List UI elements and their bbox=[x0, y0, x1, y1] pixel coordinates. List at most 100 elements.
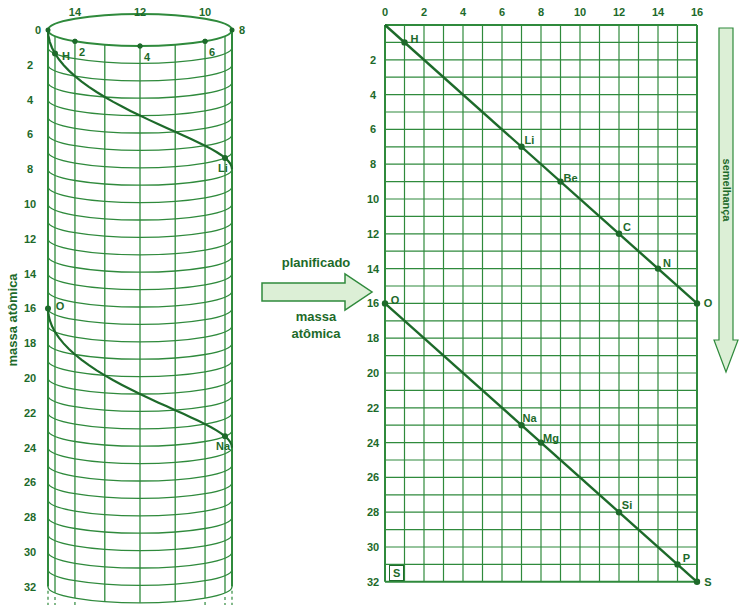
scale-number: 14 bbox=[24, 268, 36, 279]
text-label: P bbox=[683, 553, 690, 564]
grid-line bbox=[385, 459, 697, 460]
scale-number: 8 bbox=[538, 7, 544, 18]
scale-number: 6 bbox=[370, 124, 376, 135]
grid-line bbox=[385, 581, 697, 583]
scale-number: 24 bbox=[24, 442, 36, 453]
text-label: S bbox=[704, 576, 711, 587]
grid-line bbox=[385, 94, 697, 95]
flat-grid bbox=[382, 25, 700, 585]
grid-line bbox=[385, 564, 697, 565]
text-label: semelhança bbox=[721, 159, 732, 222]
text-label: O bbox=[391, 295, 400, 306]
grid-line bbox=[385, 146, 697, 147]
continuation-dash bbox=[47, 597, 48, 600]
ring-dot bbox=[46, 28, 51, 33]
scale-number: 28 bbox=[367, 507, 379, 518]
continuation-dash bbox=[47, 603, 48, 605]
grid-line bbox=[385, 129, 697, 130]
scale-number: 12 bbox=[24, 233, 36, 244]
cylinder-top bbox=[48, 14, 232, 46]
scale-number: 32 bbox=[367, 576, 379, 587]
text-label: Na bbox=[522, 413, 536, 424]
text-label: planificado bbox=[282, 256, 351, 269]
cylinder bbox=[45, 14, 235, 605]
continuation-dash bbox=[224, 597, 225, 600]
ring-dot bbox=[72, 39, 77, 44]
scale-number: 12 bbox=[134, 7, 146, 18]
text-label: massa atômica bbox=[286, 309, 346, 343]
grid-line bbox=[385, 494, 697, 495]
ring-dot bbox=[138, 44, 143, 49]
scale-number: 26 bbox=[24, 477, 36, 488]
grid-line bbox=[385, 181, 697, 182]
element-dot bbox=[382, 300, 388, 306]
scale-number: 12 bbox=[367, 228, 379, 239]
scale-number: 4 bbox=[27, 94, 33, 105]
scale-number: 10 bbox=[199, 7, 211, 18]
scale-number: 2 bbox=[421, 7, 427, 18]
cylinder-meridian bbox=[231, 30, 233, 587]
scale-number: 2 bbox=[370, 54, 376, 65]
scale-number: 20 bbox=[367, 368, 379, 379]
grid-line bbox=[385, 216, 697, 217]
scale-number: 4 bbox=[460, 7, 466, 18]
scale-number: 14 bbox=[69, 7, 81, 18]
scale-number: 10 bbox=[24, 199, 36, 210]
similarity-arrow bbox=[714, 28, 738, 372]
grid-line bbox=[385, 251, 697, 252]
grid-line bbox=[385, 529, 697, 530]
element-dot bbox=[222, 155, 228, 161]
continuation-dash bbox=[231, 603, 232, 605]
grid-line bbox=[385, 546, 697, 547]
element-dot bbox=[655, 265, 661, 271]
grid-line bbox=[385, 390, 697, 391]
diagonal-line bbox=[385, 25, 697, 303]
cylinder-meridian bbox=[74, 41, 75, 598]
continuation-dash bbox=[231, 597, 232, 600]
scale-number: 12 bbox=[613, 7, 625, 18]
text-label: Li bbox=[525, 134, 535, 145]
text-label: H bbox=[62, 50, 70, 61]
element-dot bbox=[222, 433, 228, 439]
text-label: massa atômica bbox=[6, 273, 19, 366]
grid-line bbox=[385, 233, 697, 234]
grid-line bbox=[385, 355, 697, 356]
grid-line bbox=[385, 24, 697, 26]
flatten-arrow bbox=[262, 274, 372, 310]
scale-number: 10 bbox=[574, 7, 586, 18]
element-dot bbox=[518, 144, 524, 150]
continuation-dash bbox=[224, 603, 225, 605]
scale-number: 16 bbox=[24, 303, 36, 314]
continuation-dash bbox=[74, 602, 75, 605]
scale-number: 30 bbox=[24, 547, 36, 558]
ring-dot bbox=[230, 28, 235, 33]
element-dot bbox=[45, 305, 51, 311]
ring-dot bbox=[138, 44, 143, 49]
cylinder-meridian bbox=[104, 45, 105, 602]
element-dot bbox=[694, 579, 700, 585]
scale-number: 8 bbox=[239, 25, 245, 36]
grid-line bbox=[385, 77, 697, 78]
scale-number: 32 bbox=[24, 581, 36, 592]
element-box: S bbox=[389, 565, 404, 581]
scale-number: 16 bbox=[691, 7, 703, 18]
grid-line bbox=[385, 320, 697, 321]
scale-number: 14 bbox=[367, 263, 379, 274]
ring-dot bbox=[203, 39, 208, 44]
grid-line bbox=[385, 111, 697, 112]
grid-line bbox=[385, 338, 697, 339]
continuation-dash bbox=[54, 597, 55, 600]
continuation-dash bbox=[54, 603, 55, 605]
helix-line bbox=[48, 308, 232, 447]
grid-line bbox=[385, 59, 697, 60]
scale-number: 20 bbox=[24, 373, 36, 384]
cylinder-meridian bbox=[224, 36, 225, 593]
text-label: Be bbox=[563, 172, 577, 183]
element-dot bbox=[694, 300, 700, 306]
scale-number: 18 bbox=[367, 333, 379, 344]
element-dot bbox=[616, 509, 622, 515]
scale-number: 2 bbox=[79, 47, 85, 58]
scale-number: 2 bbox=[27, 59, 33, 70]
helix-line bbox=[48, 30, 232, 169]
element-dot bbox=[557, 178, 563, 184]
